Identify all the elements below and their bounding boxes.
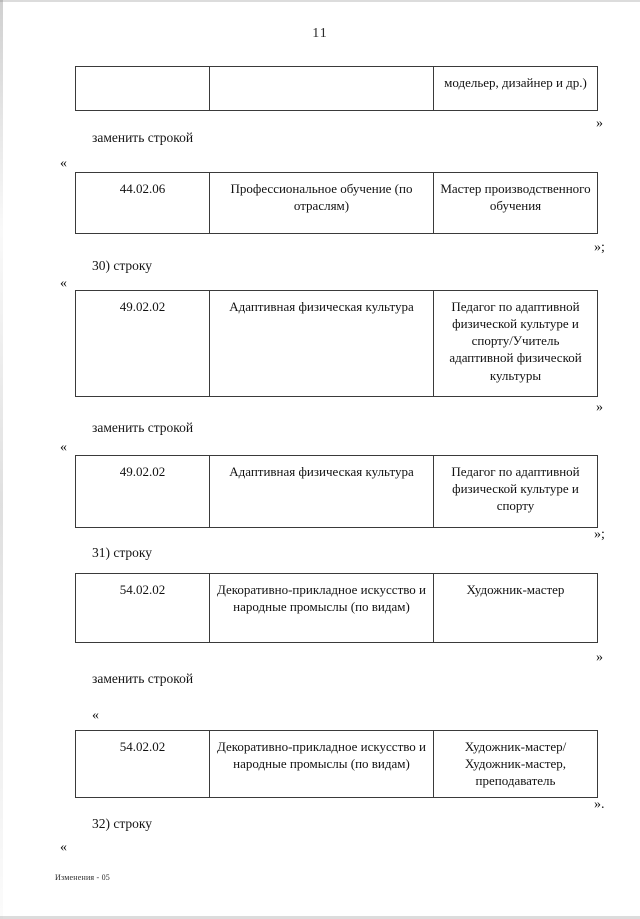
footer-document-revision: Изменения - 05 [55,873,110,882]
table-row: 49.02.02 Адаптивная физическая культура … [75,455,598,528]
quote-close-after-table-4: »; [594,527,605,542]
table-44-02-06-replacement: 44.02.06 Профессиональное обучение (по о… [75,172,598,234]
scan-edge-left [0,0,3,919]
label-item-30: 30) строку [92,258,153,273]
quote-close-after-table-5: » [596,650,603,665]
cell-specialty: Декоративно-прикладное искусство и народ… [209,573,434,643]
table-row: 49.02.02 Адаптивная физическая культура … [75,290,598,397]
quote-open-before-table-4: « [60,440,67,455]
table-row: 54.02.02 Декоративно-прикладное искусств… [75,573,598,643]
table-fragment-modeller: модельер, дизайнер и др.) [75,66,598,111]
quote-open-after-item-32: « [60,840,67,855]
quote-close-after-table-3: » [596,400,603,415]
cell-qualification: модельер, дизайнер и др.) [433,66,598,111]
label-item-31: 31) строку [92,545,153,560]
quote-open-before-table-3: « [60,276,67,291]
quote-close-after-table-2: »; [594,240,605,255]
table-49-02-02-replacement: 49.02.02 Адаптивная физическая культура … [75,455,598,528]
cell-qualification: Художник-мастер/Художник-мастер, препода… [433,730,598,798]
label-replace-with-row-2: заменить строкой [92,420,194,435]
quote-close-after-table-6: ». [594,797,605,812]
cell-code: 54.02.02 [75,573,210,643]
cell-specialty: Декоративно-прикладное искусство и народ… [209,730,434,798]
table-row: 44.02.06 Профессиональное обучение (по о… [75,172,598,234]
page-number: 11 [312,26,328,41]
cell-qualification: Педагог по адаптивной физической культур… [433,290,598,397]
scan-edge-top [0,0,640,2]
cell-qualification: Художник-мастер [433,573,598,643]
cell-code: 49.02.02 [75,290,210,397]
cell-code: 54.02.02 [75,730,210,798]
scan-edge-bottom [0,916,640,919]
label-replace-with-row-3: заменить строкой [92,671,194,686]
label-item-32: 32) строку [92,816,153,831]
cell-specialty: Профессиональное обучение (по отраслям) [209,172,434,234]
table-54-02-02-replacement: 54.02.02 Декоративно-прикладное искусств… [75,730,598,798]
table-row: 54.02.02 Декоративно-прикладное искусств… [75,730,598,798]
cell-code: 44.02.06 [75,172,210,234]
cell-specialty: Адаптивная физическая культура [209,455,434,528]
cell-code [75,66,210,111]
quote-open-before-table-2: « [60,156,67,171]
table-54-02-02-original: 54.02.02 Декоративно-прикладное искусств… [75,573,598,643]
cell-specialty: Адаптивная физическая культура [209,290,434,397]
cell-qualification: Мастер производственного обучения [433,172,598,234]
label-replace-with-row-1: заменить строкой [92,130,194,145]
cell-code: 49.02.02 [75,455,210,528]
cell-qualification: Педагог по адаптивной физической культур… [433,455,598,528]
quote-open-before-table-6: « [92,708,99,723]
cell-specialty [209,66,434,111]
table-49-02-02-original: 49.02.02 Адаптивная физическая культура … [75,290,598,397]
table-row: модельер, дизайнер и др.) [75,66,598,111]
quote-close-after-table-1: » [596,116,603,131]
